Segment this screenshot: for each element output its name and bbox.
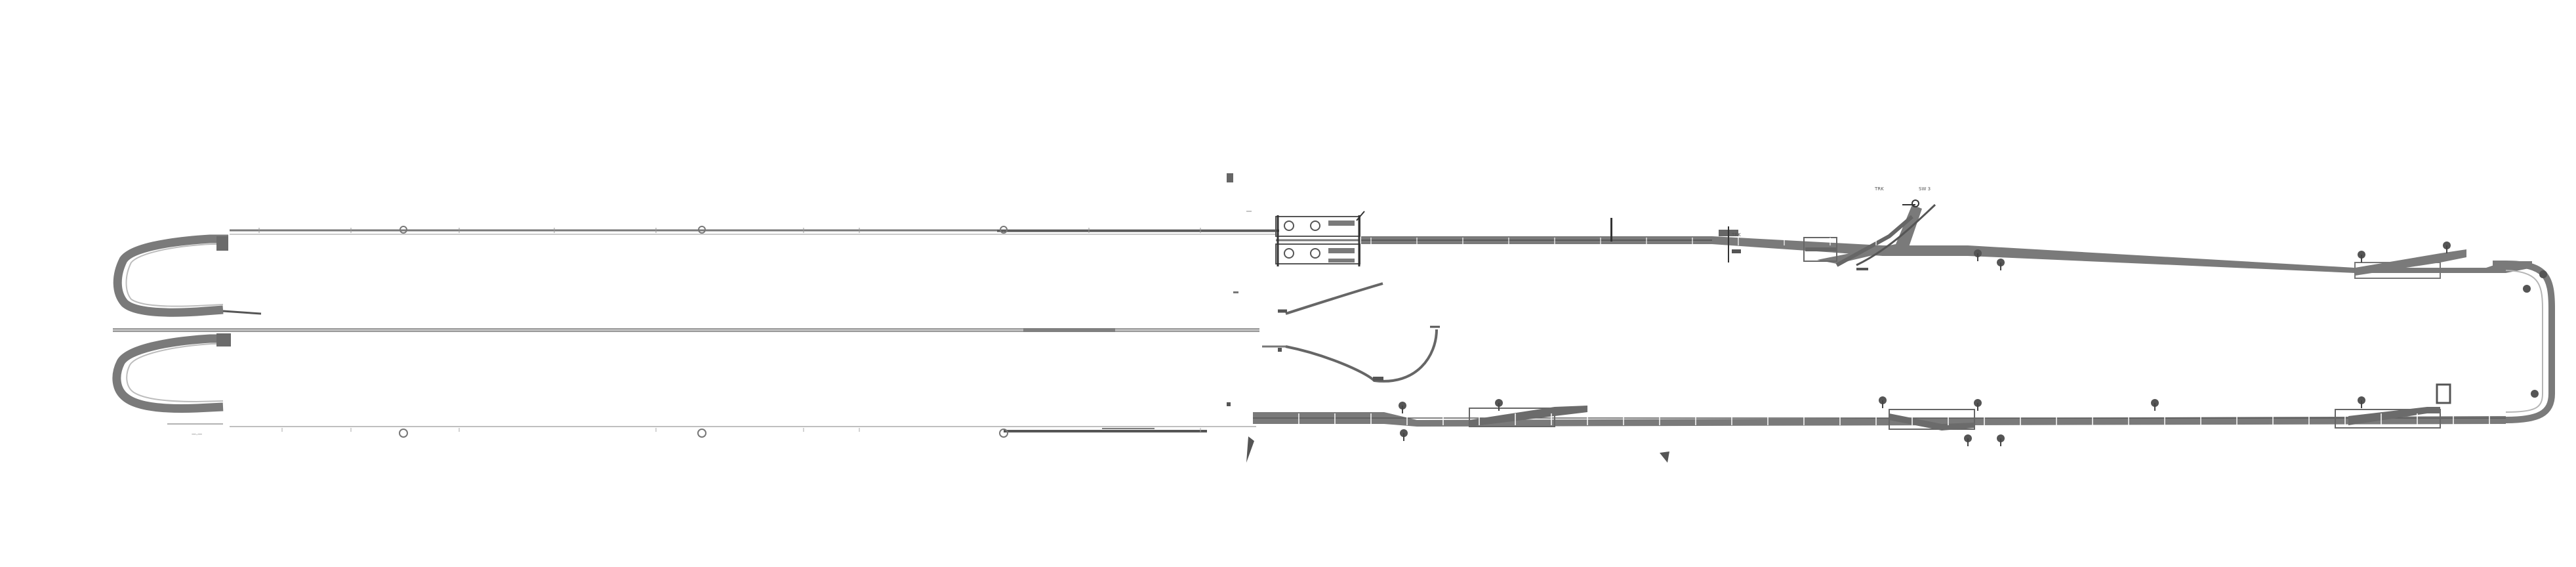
lower-triangle-marker <box>1246 436 1254 463</box>
signal-post <box>1879 396 1887 408</box>
signal-posts <box>1399 242 2451 446</box>
lower-yard-block-3 <box>2335 409 2441 429</box>
signal-post <box>1964 434 1972 446</box>
lower-triangle-marker-2 <box>1660 452 1669 463</box>
signal-post <box>1997 434 2005 446</box>
lower-yard-crossing-2 <box>1889 413 1974 430</box>
signal-post <box>2358 251 2365 262</box>
junction-flag <box>1356 211 1365 221</box>
upper-left-hairpin <box>113 234 262 317</box>
signal-post <box>1399 402 1406 413</box>
y-junction-branches: TRK SW 3 <box>1803 186 1936 270</box>
lower-right-main-line <box>1246 406 2506 463</box>
upper-hairpin-tail <box>222 310 262 315</box>
lower-marker-ring <box>399 429 408 438</box>
junction-turnout-1 <box>1284 220 1294 231</box>
branch-small-marker <box>1856 268 1868 270</box>
lower-left-tag: —.— <box>192 431 202 436</box>
junction-turnout-2 <box>1310 220 1320 231</box>
signal-post <box>1974 249 1982 261</box>
right-loop-ring-2 <box>2523 285 2531 293</box>
upper-hairpin-inner-edge <box>125 243 228 307</box>
right-loop-ring-1 <box>2539 270 2547 278</box>
lower-hairpin-joint <box>216 333 231 346</box>
upper-marker-ring <box>399 226 407 234</box>
branch-label-left: TRK <box>1874 186 1884 192</box>
junction-turnout-3 <box>1284 248 1294 259</box>
spur-lower-marker <box>1278 348 1282 352</box>
upper-hairpin-joint <box>216 236 228 251</box>
lower-main-band <box>1253 412 2506 427</box>
signal-post <box>2358 396 2365 408</box>
branch-wide <box>1817 205 1922 264</box>
upper-straight-track <box>230 229 1279 235</box>
lower-yard-block-1 <box>1469 408 1555 427</box>
lower-marker-ring <box>999 429 1008 438</box>
left-small-marker-2 <box>1227 402 1231 406</box>
right-loop-inner-edge <box>2505 270 2543 413</box>
upper-main-block-2 <box>1732 249 1741 253</box>
upper-marker-ring <box>1000 226 1008 234</box>
signal-post <box>2443 242 2451 253</box>
lower-straight-track <box>230 426 1256 432</box>
signal-post <box>1495 399 1503 411</box>
signal-post <box>1400 429 1408 441</box>
branch-end-ring <box>1912 200 1919 207</box>
right-loop-box <box>2436 383 2451 404</box>
lower-straight-markers <box>281 428 1201 438</box>
signal-post <box>1997 259 2005 270</box>
junction-frame-upper <box>1275 216 1360 237</box>
junction-marker-top <box>1227 173 1233 182</box>
upper-hairpin-loop <box>113 234 228 317</box>
upper-main-post-1 <box>1610 218 1612 242</box>
lower-hairpin-inner-edge <box>126 343 228 403</box>
upper-right-main-line: TRK <box>1361 218 2532 273</box>
junction-bar-3 <box>1328 259 1355 262</box>
branch-label-right: SW 3 <box>1919 186 1931 192</box>
upper-main-band <box>1361 236 2532 273</box>
left-small-marker-1 <box>1233 291 1238 293</box>
upper-straight-markers <box>258 226 1201 234</box>
middle-spurs <box>1262 282 1440 383</box>
upper-marker-ring <box>698 226 706 234</box>
junction-bar-1 <box>1328 220 1355 226</box>
lower-left-hairpin: —.— <box>112 329 231 436</box>
signal-post <box>2151 399 2159 411</box>
spur-lower-buffer <box>1373 377 1383 381</box>
lower-line-ticks <box>1298 238 2490 425</box>
branch-narrow <box>1856 203 1936 266</box>
upper-main-tag-1: TRK <box>1731 232 1741 238</box>
right-loop-arc <box>2493 261 2555 423</box>
right-upper-wedge <box>2355 249 2466 276</box>
signal-post <box>1974 399 1982 411</box>
central-junction-block <box>1227 173 1365 406</box>
right-loop <box>2354 249 2555 423</box>
lower-marker-ring <box>697 429 706 438</box>
right-loop-ring-3 <box>2531 390 2539 398</box>
spur-lower-curve <box>1285 329 1438 383</box>
lower-hairpin-loop <box>112 334 228 413</box>
branch-right <box>1835 215 1913 267</box>
junction-bar-2 <box>1328 248 1355 253</box>
lower-yard-crossing-1 <box>1469 406 1587 427</box>
junction-turnout-4 <box>1310 248 1320 259</box>
lower-yard-crossing-3 <box>2348 407 2440 425</box>
spur-upper <box>1285 282 1383 315</box>
